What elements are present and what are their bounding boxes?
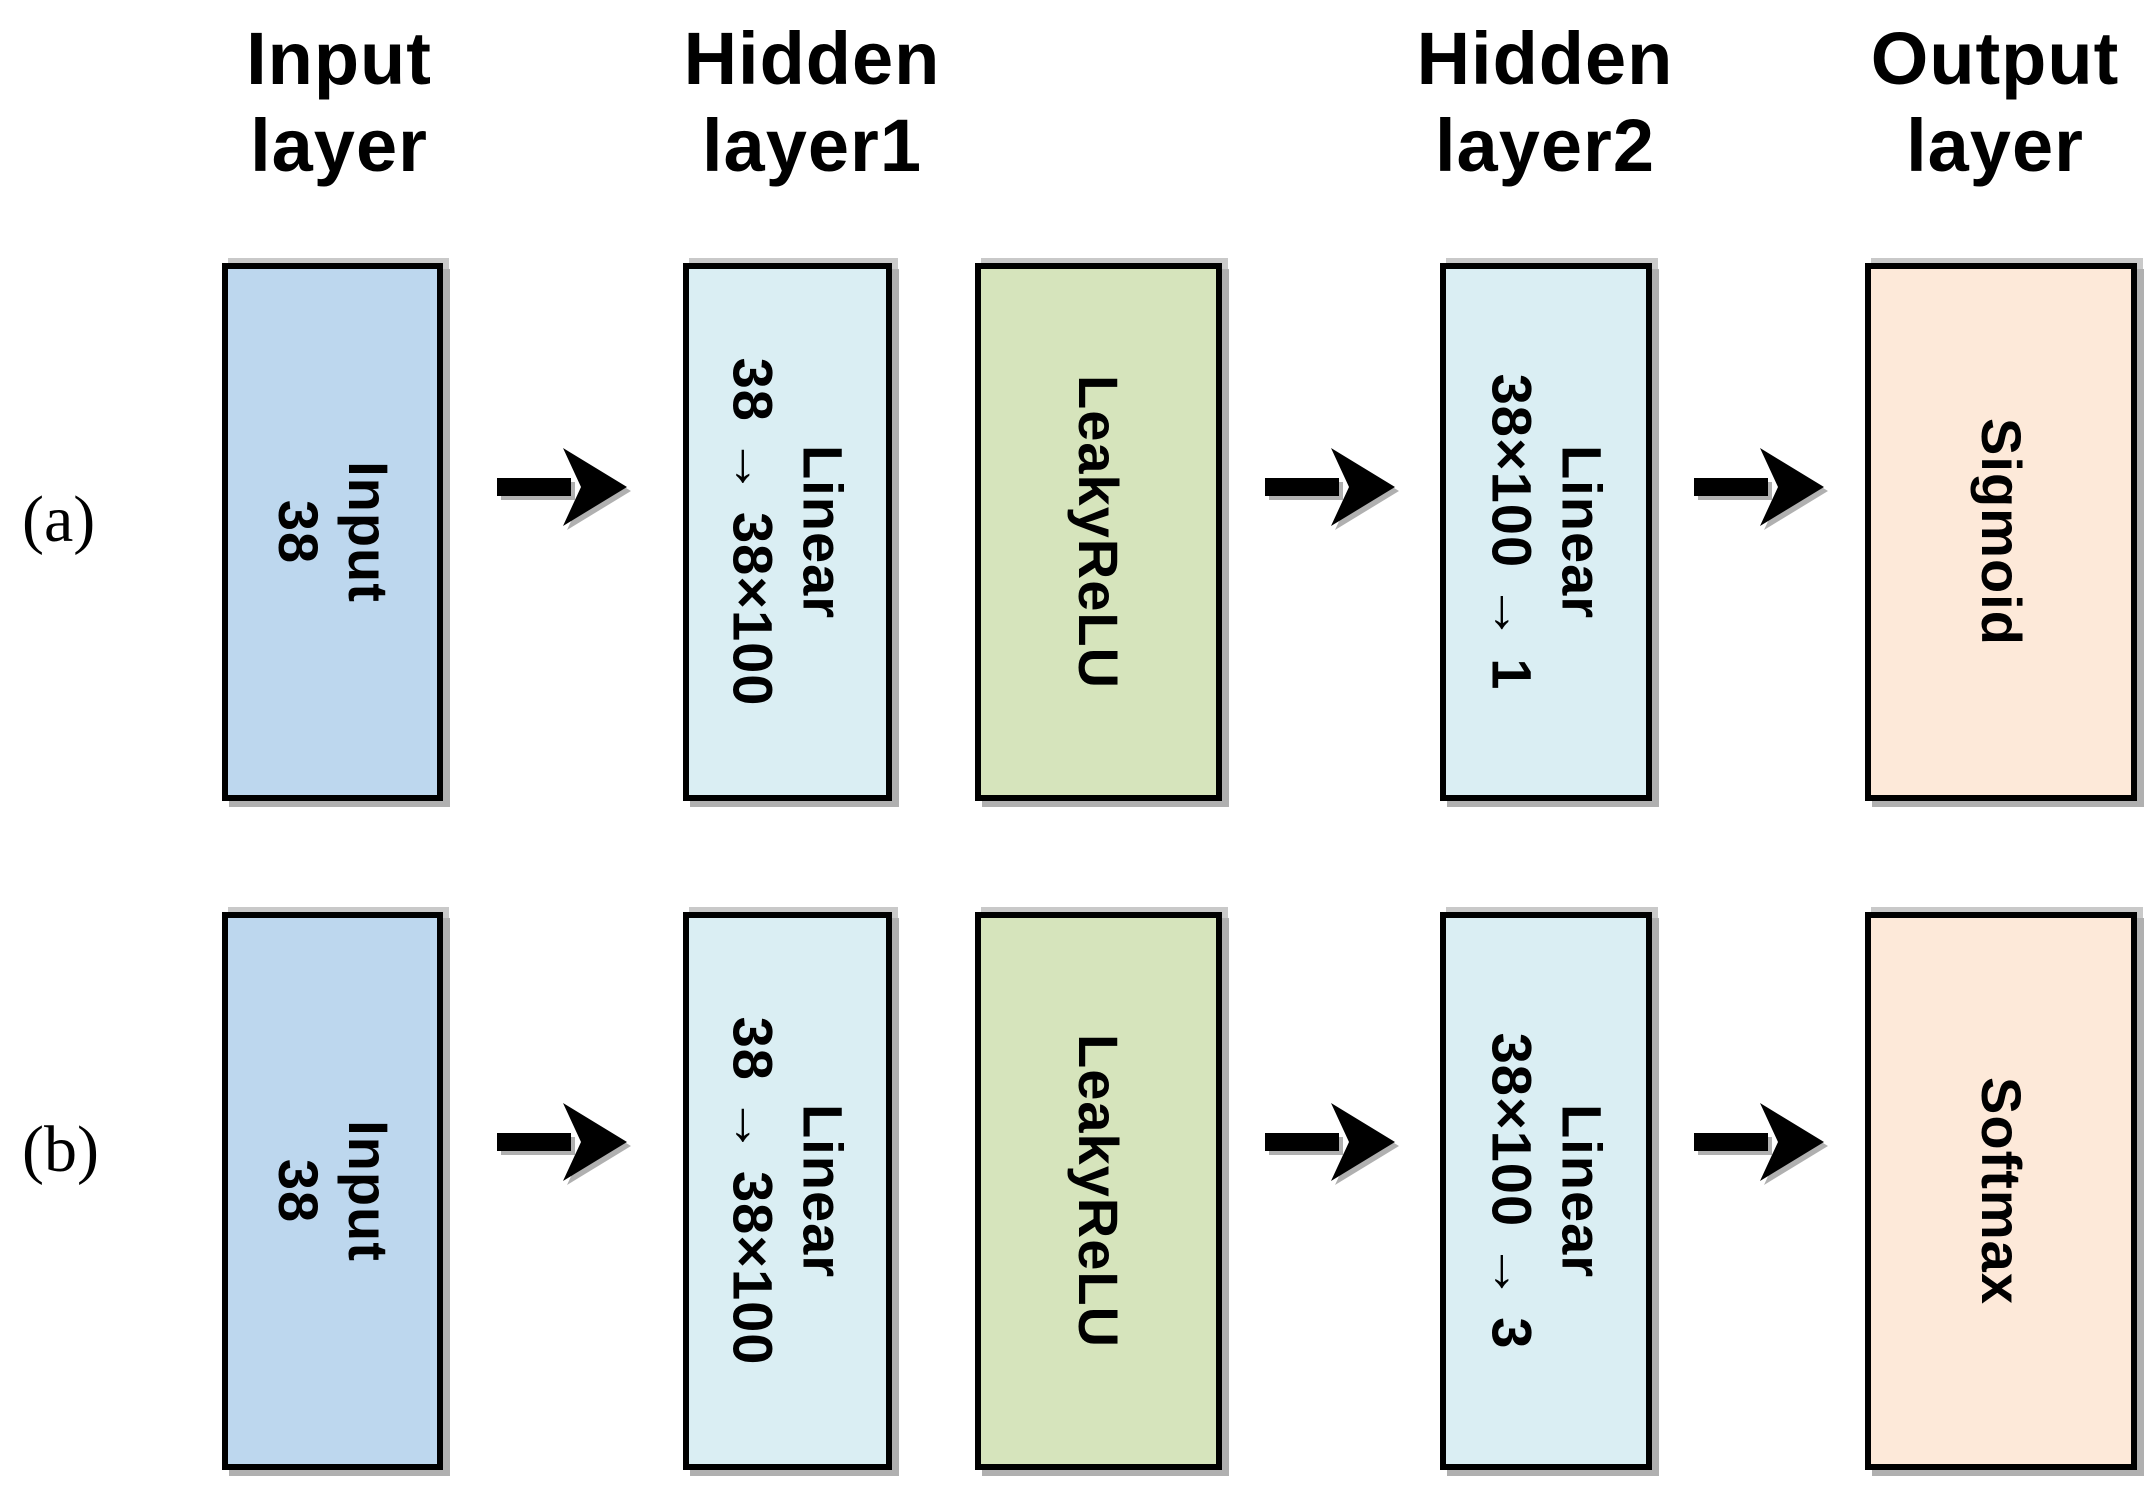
col-header-output-layer: Output layer <box>1870 17 2120 187</box>
box-b-linear2: Linear 38×100 → 3 <box>1440 912 1652 1470</box>
box-sublabel: 38 → 38×100 <box>721 1016 785 1366</box>
box-label: Sigmoid <box>1969 418 2033 646</box>
col-header-hidden-layer2: Hidden layer2 <box>1416 17 1674 187</box>
box-label: Linear <box>1550 1103 1613 1279</box>
box-label: Input <box>336 1120 400 1262</box>
row-label-b: (b) <box>22 1113 99 1186</box>
arrow-icon <box>1694 448 1824 526</box>
box-label: Linear <box>1550 444 1613 620</box>
box-sublabel: 38 <box>266 1158 330 1224</box>
box-b-leakyrelu: LeakyReLU <box>975 912 1222 1470</box>
arrow-icon <box>1265 1103 1395 1181</box>
row-label-a: (a) <box>22 483 96 556</box>
box-label: Softmax <box>1970 1077 2033 1305</box>
box-a-linear1: Linear 38 → 38×100 <box>683 263 892 801</box>
box-label: LeakyReLU <box>1067 1033 1131 1349</box>
box-a-leakyrelu: LeakyReLU <box>975 263 1222 801</box>
box-a-sigmoid: Sigmoid <box>1865 263 2137 801</box>
box-sublabel: 38×100 → 3 <box>1480 1032 1543 1350</box>
box-b-input: Input 38 <box>222 912 443 1470</box>
col-header-hidden-layer1: Hidden layer1 <box>683 17 941 187</box>
box-label: LeakyReLU <box>1067 374 1131 690</box>
box-a-linear2: Linear 38×100 → 1 <box>1440 263 1652 801</box>
arrow-icon <box>1694 1103 1824 1181</box>
col-header-input-layer: Input layer <box>246 17 432 187</box>
box-sublabel: 38 <box>266 499 330 565</box>
box-label: Linear <box>791 1103 855 1279</box>
box-b-softmax: Softmax <box>1865 912 2137 1470</box>
arrow-icon <box>1265 448 1395 526</box>
box-sublabel: 38×100 → 1 <box>1480 373 1543 691</box>
box-a-input: Input 38 <box>222 263 443 801</box>
box-sublabel: 38 → 38×100 <box>721 357 785 707</box>
box-label: Linear <box>791 444 855 620</box>
arrow-icon <box>497 1103 627 1181</box>
box-label: Input <box>336 461 400 603</box>
arrow-icon <box>497 448 627 526</box>
box-b-linear1: Linear 38 → 38×100 <box>683 912 892 1470</box>
